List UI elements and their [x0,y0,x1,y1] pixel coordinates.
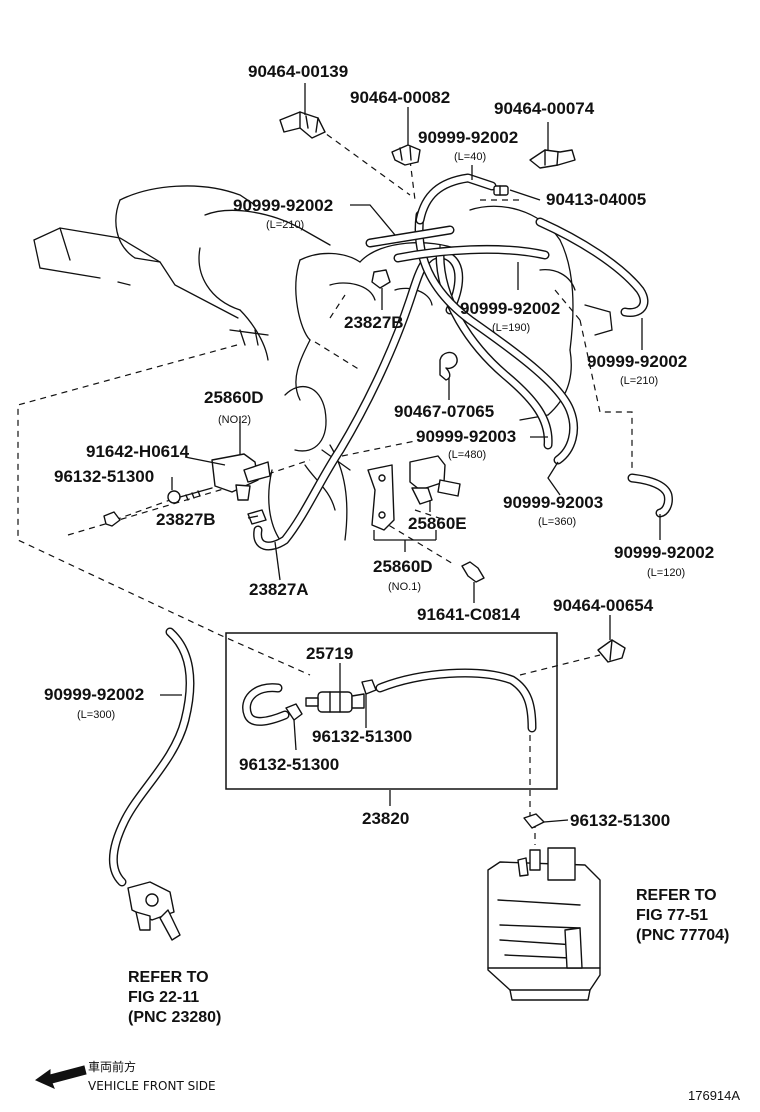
clamp-96132-51300-left [103,511,121,527]
label-91641-c0814: 91641-C0814 [417,605,521,624]
hoses [108,173,673,887]
clamp-96132-51300-canister [523,813,545,829]
label-25860d-no2: 25860D [204,388,264,407]
clip-90467-07065 [439,351,458,381]
label-90999-92003-l480: 90999-92003 [416,427,516,446]
length-l300: (L=300) [77,709,115,721]
label-90413-04005: 90413-04005 [546,190,646,209]
length-l40: (L=40) [454,151,486,163]
label-25860e: 25860E [408,514,467,533]
bolt-91642-H0614 [167,487,213,504]
direction-jp: 車両前方 [88,1059,136,1074]
union-90413-04005 [493,185,509,196]
label-25860d-no1: 25860D [373,557,433,576]
label-23827b-upper: 23827B [344,313,404,332]
label-90999-92002-l210-right: 90999-92002 [587,352,687,371]
label-96132-51300-box-left: 96132-51300 [239,755,339,774]
length-l120: (L=120) [647,567,685,579]
filter-25719 [305,691,365,713]
label-23827a: 23827A [249,580,309,599]
label-90999-92002-l40: 90999-92002 [418,128,518,147]
clip-90464-00082 [391,144,421,166]
length-l480: (L=480) [448,449,486,461]
label-23820: 23820 [362,809,409,828]
reference-left-line-2: FIG 22-11 [128,989,199,1006]
direction-en: VEHICLE FRONT SIDE [88,1079,216,1093]
length-l210-right: (L=210) [620,375,658,387]
label-25719: 25719 [306,644,353,663]
vehicle-front-indicator: 車両前方 VEHICLE FRONT SIDE [34,1059,216,1093]
clamp-96132-51300-box-left [285,703,303,721]
bolt-91641-C0814 [461,561,485,583]
clamp-23827B-upper [371,269,391,289]
length-l210-left: (L=210) [266,219,304,231]
label-90999-92002-l120: 90999-92002 [614,543,714,562]
clamp-23827B-lower [247,509,267,525]
vsv-25860E [409,455,461,505]
vsv-25860D-no2 [211,453,271,501]
label-90999-92002-l190: 90999-92002 [460,299,560,318]
label-90999-92002-l210-left: 90999-92002 [233,196,333,215]
label-96132-51300-left: 96132-51300 [54,467,154,486]
label-91642-h0614: 91642-H0614 [86,442,190,461]
label-90464-00082: 90464-00082 [350,88,450,107]
clip-90464-00139 [279,111,326,139]
label-90464-00139: 90464-00139 [248,62,348,81]
label-90999-92002-l300: 90999-92002 [44,685,144,704]
charcoal-canister [487,847,601,1001]
reference-right-line-2: FIG 77-51 [636,907,708,924]
clip-90464-00074 [529,149,576,169]
label-90999-92003-l360: 90999-92003 [503,493,603,512]
note-no2: (NO.2) [218,414,251,426]
arrow-left-icon [34,1065,87,1089]
reference-left: REFER TO FIG 22-11 (PNC 23280) [128,969,221,1026]
reference-left-line-1: REFER TO [128,969,209,986]
clamp-96132-51300-box-right [361,679,377,695]
label-23827b-lower: 23827B [156,510,216,529]
label-96132-51300-box-right: 96132-51300 [312,727,412,746]
label-90467-07065: 90467-07065 [394,402,494,421]
bracket-25860D-no1 [367,464,395,531]
reference-right-line-3: (PNC 77704) [636,927,729,944]
reference-right-line-1: REFER TO [636,887,717,904]
figure-number: 176914A [688,1088,740,1103]
reference-left-line-3: (PNC 23280) [128,1009,221,1026]
reference-right: REFER TO FIG 77-51 (PNC 77704) [636,887,729,944]
length-l360: (L=360) [538,516,576,528]
label-90464-00074: 90464-00074 [494,99,595,118]
part-labels: 90464-00139 90464-00082 90464-00074 9099… [44,62,714,830]
leader-lines [160,83,661,823]
assembly-box-23820 [225,632,558,790]
note-no1: (NO.1) [388,581,421,593]
clip-90464-00654 [597,639,626,663]
label-96132-51300-canister: 96132-51300 [570,811,670,830]
dashed-guides [17,127,633,845]
label-90464-00654: 90464-00654 [553,596,654,615]
length-l190: (L=190) [492,322,530,334]
vacuum-valve-23280 [127,881,181,941]
